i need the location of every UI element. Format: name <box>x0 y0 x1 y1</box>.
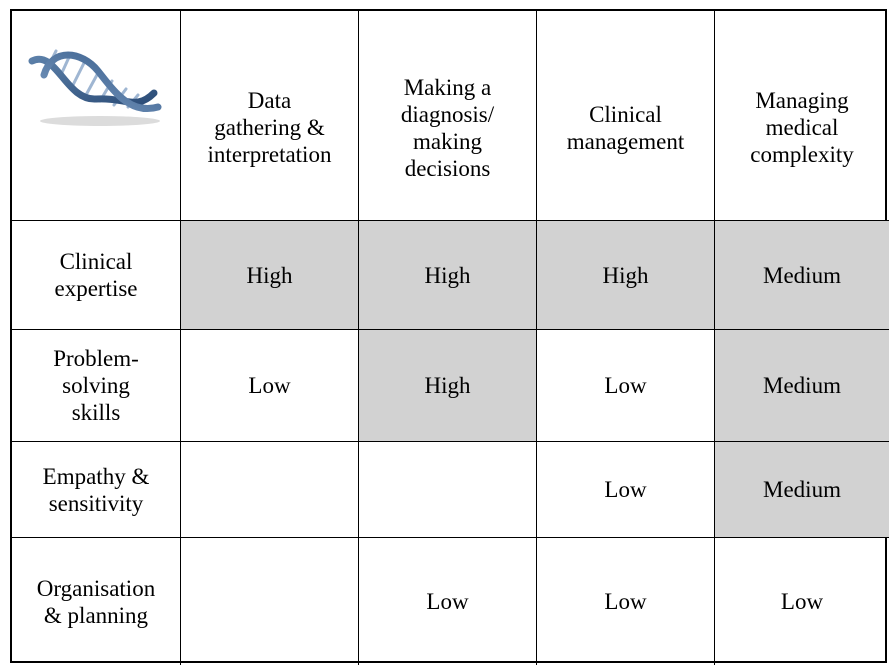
table-cell <box>181 538 359 665</box>
table-cell: Medium <box>715 330 889 442</box>
row-header-label: Clinical expertise <box>54 249 138 301</box>
row-header-label: Empathy & sensitivity <box>42 463 150 516</box>
table-cell: Low <box>715 538 889 665</box>
cell-value: Low <box>604 477 647 502</box>
table-cell: High <box>359 221 537 330</box>
competency-table: Data gathering & interpretation Making a… <box>10 9 889 665</box>
cell-value: Medium <box>763 262 841 288</box>
column-header-label: Data gathering & interpretation <box>207 88 332 167</box>
table-cell <box>359 442 537 538</box>
cell-value: High <box>424 262 471 288</box>
cell-value: High <box>246 262 293 288</box>
row-header-empathy: Empathy & sensitivity <box>12 442 181 538</box>
cell-value: High <box>602 262 649 288</box>
table-cell: Low <box>181 330 359 442</box>
cell-value: High <box>424 373 471 398</box>
table-cell: High <box>181 221 359 330</box>
row-header-label: Problem- solving skills <box>53 346 139 425</box>
logo-cell <box>12 11 181 221</box>
cell-value: Medium <box>763 373 841 398</box>
table-cell: Low <box>359 538 537 665</box>
table-cell: Low <box>537 330 715 442</box>
table-cell <box>181 442 359 538</box>
column-header-label: Making a diagnosis/ making decisions <box>400 74 495 181</box>
table-cell: High <box>537 221 715 330</box>
cell-value: Low <box>604 589 647 614</box>
cell-value: Medium <box>763 477 841 502</box>
table-cell: High <box>359 330 537 442</box>
row-header-clinical-expertise: Clinical expertise <box>12 221 181 330</box>
cell-value: Low <box>604 373 647 398</box>
column-header-clinical-management: Clinical management <box>537 11 715 221</box>
cell-value: Low <box>780 589 824 614</box>
column-header-diagnosis: Making a diagnosis/ making decisions <box>359 11 537 221</box>
cell-value: Low <box>248 373 291 398</box>
dna-helix-icon <box>28 49 162 126</box>
column-header-medical-complexity: Managing medical complexity <box>715 11 889 221</box>
table-cell: Low <box>537 538 715 665</box>
column-header-data-gathering: Data gathering & interpretation <box>181 11 359 221</box>
cell-value: Low <box>426 589 469 614</box>
row-header-label: Organisation & planning <box>36 575 156 628</box>
row-header-organisation: Organisation & planning <box>12 538 181 665</box>
column-header-label: Clinical management <box>566 101 685 154</box>
table-cell: Low <box>537 442 715 538</box>
column-header-label: Managing medical complexity <box>750 88 854 167</box>
table-cell: Medium <box>715 442 889 538</box>
table-cell: Medium <box>715 221 889 330</box>
row-header-problem-solving: Problem- solving skills <box>12 330 181 442</box>
